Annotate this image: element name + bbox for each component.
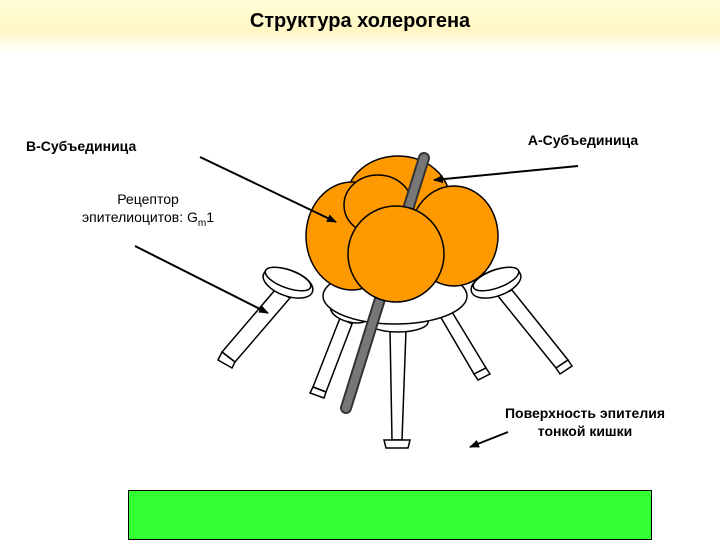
subunit-sphere-front — [347, 205, 445, 303]
pointer-arrows — [134, 156, 579, 448]
receptor-label: Рецептор эпителиоцитов: Gm1 — [38, 190, 258, 233]
arrow-surface — [469, 431, 509, 448]
receptor-label-suffix: 1 — [206, 209, 215, 225]
receptor-label-line2: эпителиоцитов: Gm1 — [38, 208, 258, 233]
arrow-receptor — [134, 245, 269, 314]
receptor-label-prefix: эпителиоцитов: G — [81, 209, 198, 225]
receptor-far-right — [470, 266, 574, 376]
receptor-center — [367, 311, 429, 449]
surface-label-line1: Поверхность эпителия — [504, 405, 666, 421]
arrow-a-subunit — [433, 165, 579, 184]
receptor-label-subscript: m — [197, 217, 207, 229]
page-title: Структура холерогена — [249, 10, 471, 32]
arrow-b-subunit — [199, 156, 337, 223]
receptor-label-line1: Рецептор — [117, 191, 179, 207]
surface-label: Поверхность эпителия тонкой кишки — [470, 404, 700, 440]
a-subunit-label: A-Субъединица — [527, 132, 639, 148]
green-text-box — [128, 490, 652, 540]
surface-label-line2: тонкой кишки — [537, 423, 633, 439]
title-banner — [0, 0, 720, 52]
receptor-far-left — [217, 266, 314, 370]
b-subunit-label: B-Субъединица — [26, 138, 137, 154]
